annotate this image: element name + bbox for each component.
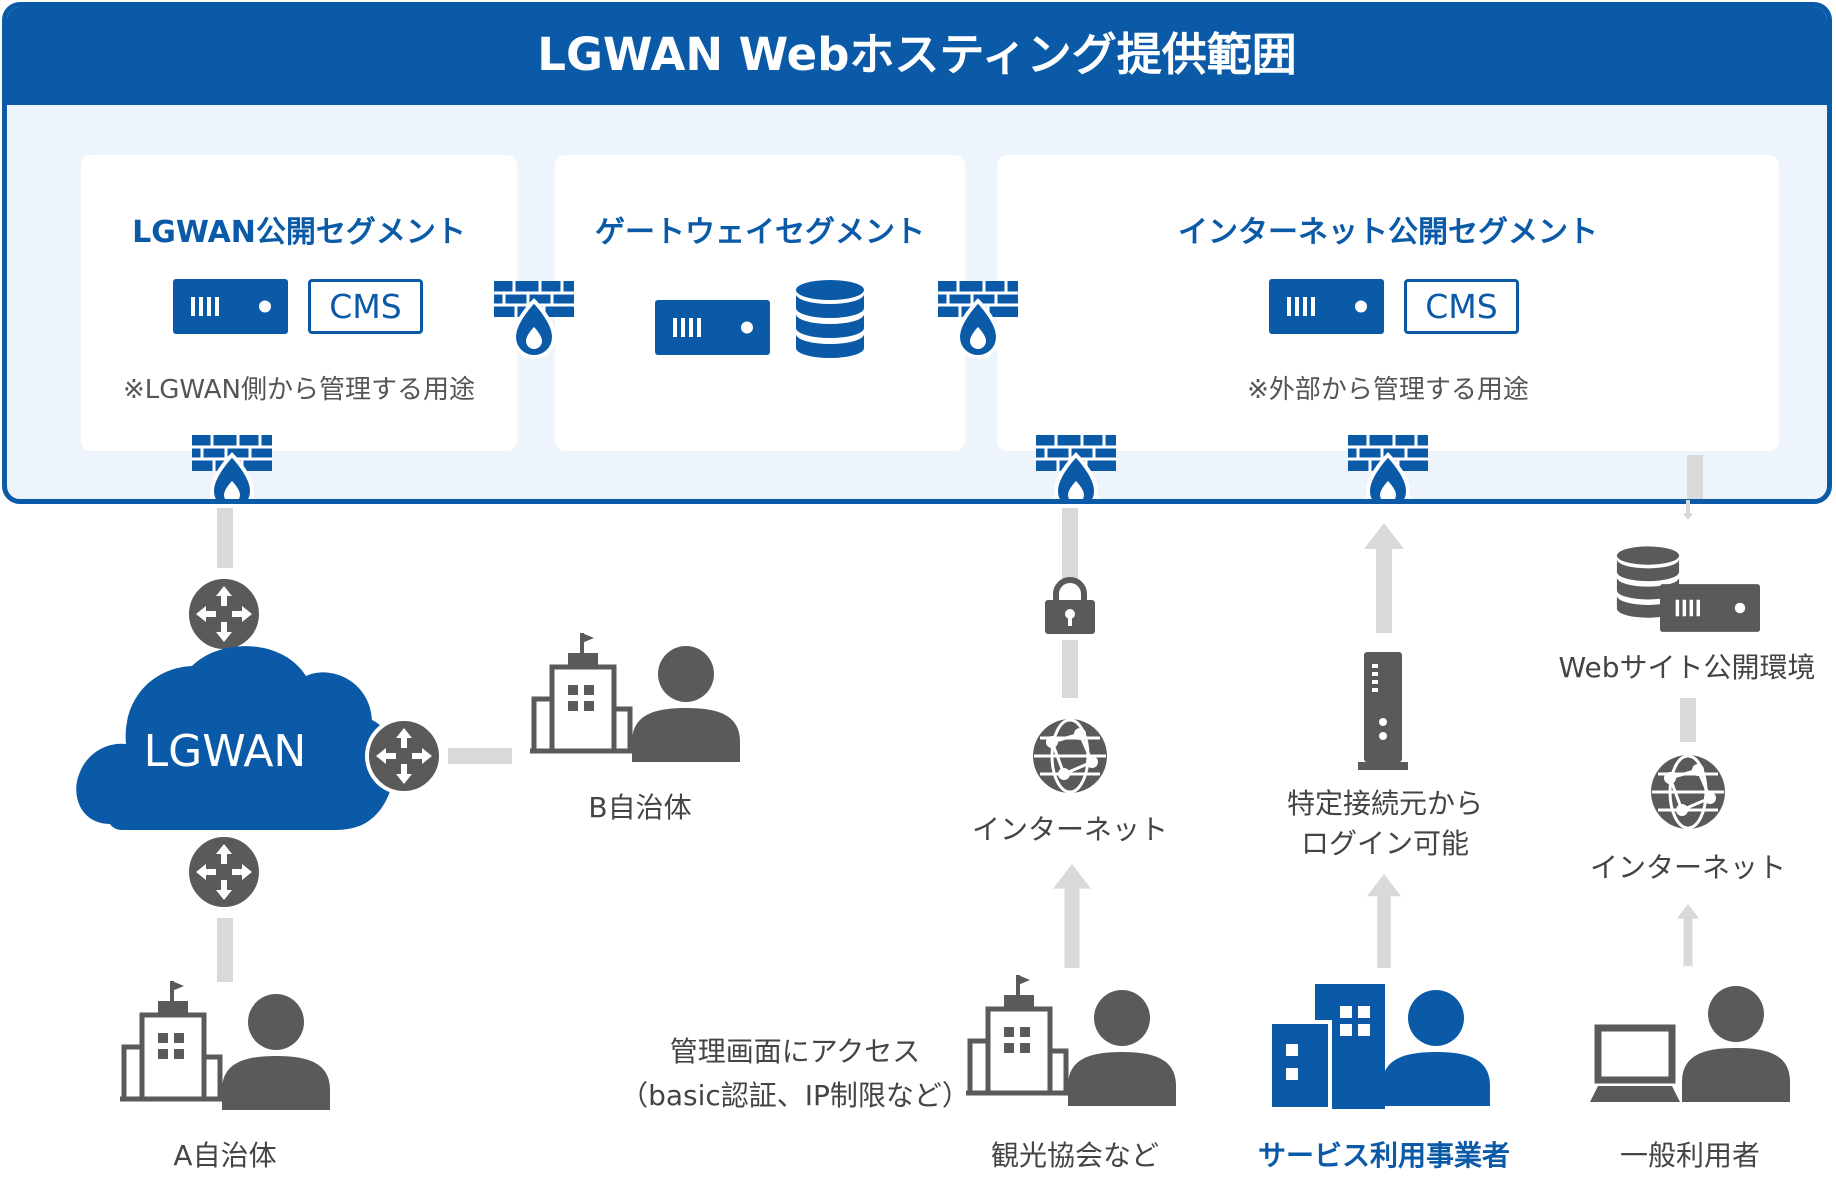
- firewall-icon: [938, 281, 1018, 361]
- segment-internet-public: インターネット公開セグメント CMS ※外部から管理する用途: [997, 155, 1779, 451]
- person-icon: [1680, 984, 1790, 1104]
- connector-line: [1062, 508, 1078, 580]
- router-icon: [364, 716, 444, 796]
- lock-icon: [1043, 576, 1097, 636]
- web-env-label: Webサイト公開環境: [1558, 651, 1816, 684]
- segment-gateway-title: ゲートウェイセグメント: [595, 215, 925, 250]
- segment-gateway: ゲートウェイセグメント: [555, 155, 965, 451]
- person-icon: [1380, 988, 1490, 1108]
- firewall-icon: [494, 281, 574, 361]
- cms-badge: CMS: [308, 279, 423, 334]
- segment-lgwan-note: ※LGWAN側から管理する用途: [123, 375, 475, 405]
- server-icon: [1269, 279, 1384, 334]
- firewall-icon: [1036, 435, 1116, 504]
- arrow-down-icon: [1668, 500, 1708, 520]
- person-icon: [630, 644, 740, 764]
- segment-lgwan-public: LGWAN公開セグメント CMS ※LGWAN側から管理する用途: [81, 155, 517, 451]
- a-municipality-label: A自治体: [173, 1139, 277, 1172]
- building-icon: [966, 966, 1076, 1104]
- globe-icon: [1648, 752, 1728, 832]
- hosting-scope-panel: LGWAN Webホスティング提供範囲 LGWAN公開セグメント CMS ※LG…: [2, 2, 1832, 504]
- arrow-up-icon: [1364, 874, 1404, 968]
- segment-lgwan-title: LGWAN公開セグメント: [132, 215, 466, 250]
- general-user-label: 一般利用者: [1619, 1139, 1760, 1172]
- connector-line: [1680, 698, 1696, 742]
- server-icon: [1660, 584, 1760, 632]
- person-icon: [1066, 988, 1176, 1108]
- server-icon: [655, 300, 770, 355]
- connector-line: [1687, 455, 1703, 499]
- arrow-up-icon: [1052, 864, 1092, 968]
- cloud-icon: [76, 646, 395, 830]
- b-municipality-label: B自治体: [588, 791, 692, 824]
- tourism-association-label: 観光協会など: [990, 1139, 1159, 1172]
- internet-label: インターネット: [971, 813, 1168, 846]
- router-device-icon: [1358, 652, 1408, 770]
- segment-internet-title: インターネット公開セグメント: [1178, 215, 1598, 250]
- scope-title: LGWAN Webホスティング提供範囲: [7, 7, 1827, 105]
- building-icon: [530, 624, 640, 762]
- arrow-up-icon: [1364, 516, 1404, 640]
- connector-line: [217, 918, 233, 982]
- cms-badge: CMS: [1404, 279, 1519, 334]
- laptop-icon: [1590, 1024, 1680, 1104]
- person-icon: [220, 992, 330, 1112]
- router-icon: [184, 832, 264, 912]
- arrow-up-icon: [1668, 904, 1708, 966]
- database-icon: [795, 280, 865, 360]
- login-note-line1: 特定接続元から: [1286, 787, 1483, 820]
- firewall-icon: [192, 435, 272, 504]
- admin-access-note-line2: （basic認証、IP制限など）: [620, 1079, 970, 1112]
- service-provider-label: サービス利用事業者: [1257, 1139, 1510, 1172]
- cloud-label: LGWAN: [143, 726, 307, 777]
- admin-access-note-line1: 管理画面にアクセス: [669, 1035, 921, 1068]
- building-icon: [120, 972, 230, 1110]
- segment-internet-note: ※外部から管理する用途: [1247, 375, 1529, 405]
- connector-line: [1062, 640, 1078, 698]
- server-icon: [173, 279, 288, 334]
- globe-icon: [1030, 716, 1110, 796]
- connector-line: [448, 748, 512, 764]
- connector-line: [217, 508, 233, 568]
- login-note-line2: ログイン可能: [1300, 827, 1469, 860]
- building-icon: [1270, 984, 1395, 1109]
- firewall-icon: [1348, 435, 1428, 504]
- internet-label: インターネット: [1589, 851, 1786, 884]
